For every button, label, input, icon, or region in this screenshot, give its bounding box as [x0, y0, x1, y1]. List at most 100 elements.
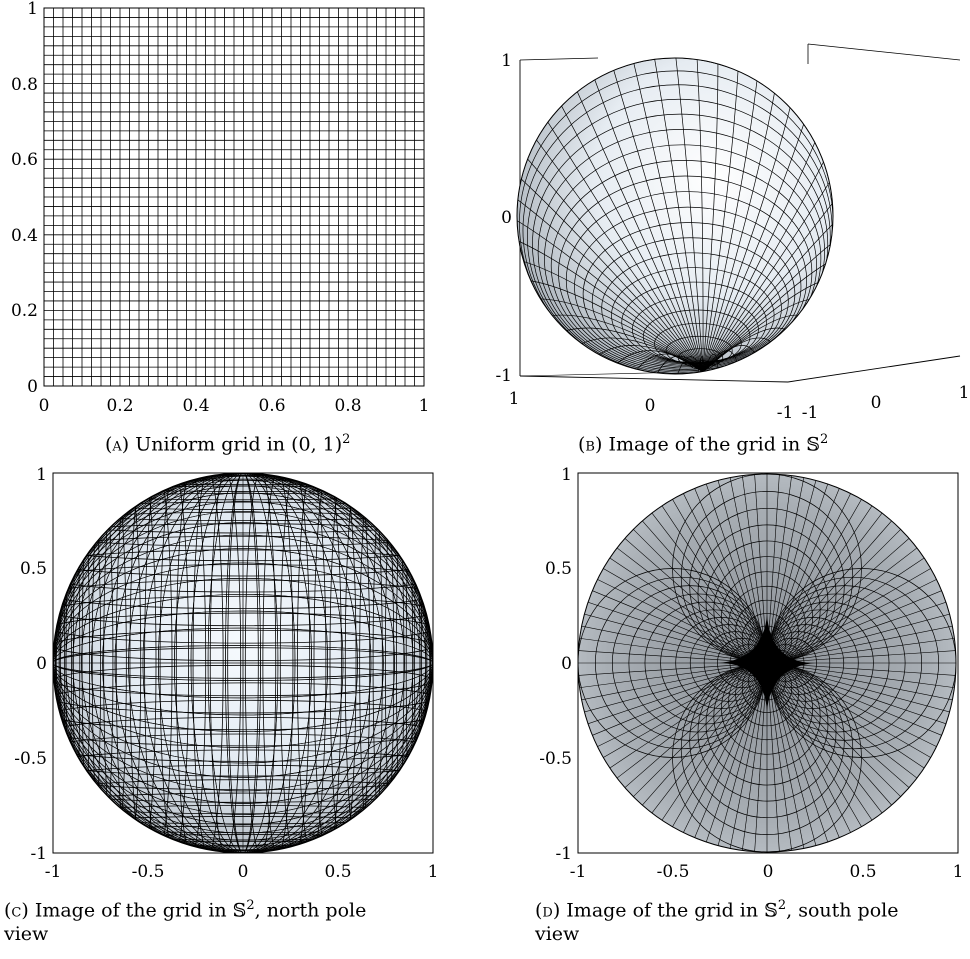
mesh-radial-line [766, 662, 908, 804]
mesh-parallel [53, 627, 433, 699]
caption-c: (c) Image of the grid in 𝕊2, north pole … [4, 894, 474, 946]
plot-frame [43, 7, 425, 387]
panel-a: 0 0.2 0.4 0.6 0.8 1 0 0.2 0.4 0.6 0.8 1 … [0, 0, 480, 480]
mesh-meridian [557, 98, 704, 373]
mesh-radial-line [766, 586, 951, 664]
mesh-parallel [53, 548, 433, 778]
y-tick-label: 1 [36, 465, 47, 485]
caption-text: Uniform grid in (0, 1) [135, 433, 343, 456]
y-tick-label: 0.2 [11, 301, 38, 321]
y-tick-label: 0.8 [11, 75, 38, 95]
mesh-meridian [702, 72, 759, 373]
y-tick-label: -1 [30, 844, 47, 864]
mesh-radial-line [766, 662, 844, 847]
box-edge [519, 57, 599, 61]
mesh-meridian [702, 172, 833, 373]
mesh-parallel [526, 98, 831, 374]
mesh-radial-line [766, 662, 878, 829]
mesh-radial-line [740, 662, 768, 852]
mesh-radial-line [766, 662, 956, 728]
mesh-meridian [53, 473, 433, 853]
mesh-parallel [582, 222, 796, 366]
mesh-parallel [574, 206, 802, 368]
mesh-radial-line [766, 649, 956, 664]
mesh-radial-line [645, 505, 768, 664]
sphere-mesh [53, 473, 433, 853]
uniform-grid [44, 8, 424, 386]
mesh-radial-line [578, 662, 768, 690]
mesh-meridian [653, 58, 704, 373]
mesh-radial-line [667, 490, 768, 664]
mesh-parallel [53, 511, 433, 815]
mesh-radial-line [690, 479, 768, 664]
x-tick-label: 1 [953, 862, 964, 882]
mesh-meridian [674, 58, 704, 373]
box-edge [807, 43, 961, 61]
mesh-parallel [53, 492, 433, 834]
mesh-meridian [517, 172, 704, 373]
y-tick-label: -0.5 [14, 749, 47, 769]
mesh-radial-line [766, 662, 940, 763]
mesh-radial-line [601, 552, 768, 664]
z-tick-label: 1 [501, 51, 512, 71]
mesh-meridian [91, 473, 395, 853]
mesh-meridian [55, 473, 431, 853]
mesh-meridian [702, 215, 833, 373]
caption-a: (a) Uniform grid in (0, 1)2 [105, 428, 350, 456]
panel-b: 1 0 -1 1 0 -1 -1 0 1 (b) Image of the gr… [480, 0, 970, 480]
caption-superscript: 2 [246, 898, 255, 913]
x-tick-label: 1 [509, 389, 520, 409]
mesh-radial-line [766, 662, 956, 690]
mesh-meridian [521, 279, 704, 373]
mesh-meridian [591, 72, 704, 373]
mesh-meridian [225, 473, 261, 853]
mesh-radial-line [715, 474, 768, 664]
mesh-meridian [521, 152, 704, 373]
mesh-parallel [53, 578, 433, 748]
mesh-parallel [532, 113, 829, 374]
mesh-radial-line [609, 662, 768, 785]
y-tick-label: 1 [27, 0, 38, 19]
y-tick-label: 0.4 [11, 226, 38, 246]
mesh-meridian [517, 215, 704, 373]
mesh-radial-line [766, 522, 908, 664]
mesh-radial-line [766, 662, 819, 852]
panel-c-plot: 1 0.5 0 -0.5 -1 -1 -0.5 0 0.5 1 [14, 465, 438, 882]
mesh-meridian [702, 152, 829, 373]
caption-b: (b) Image of the grid in 𝕊2 [578, 428, 828, 456]
mesh-radial-line [626, 522, 768, 664]
y-tick-label: -1 [555, 844, 572, 864]
mesh-meridian [702, 58, 719, 373]
mesh-meridian [142, 473, 344, 853]
mesh-meridian [517, 258, 704, 373]
mesh-meridian [128, 473, 358, 853]
mesh-meridian [631, 58, 704, 373]
mesh-meridian [59, 473, 427, 853]
mesh-parallel [53, 473, 433, 853]
y-tick-label: 0 [36, 654, 47, 674]
mesh-meridian [543, 314, 704, 373]
caption-superscript: 2 [342, 432, 351, 447]
mesh-meridian [158, 473, 328, 853]
mesh-meridian [531, 298, 704, 373]
mesh-meridian [517, 194, 704, 373]
mesh-radial-line [766, 662, 933, 774]
caption-rest: , south pole [786, 899, 899, 922]
mesh-parallel [53, 475, 433, 851]
sphere-mesh [578, 474, 956, 852]
mesh-radial-line [766, 505, 889, 664]
mesh-parallel [53, 594, 433, 732]
mesh-meridian [702, 114, 807, 373]
mesh-radial-line [766, 611, 956, 664]
caption-tag: (b) [578, 433, 603, 456]
panel-d: 1 0.5 0 -0.5 -1 -1 -0.5 0 0.5 1 (d) Imag… [485, 465, 970, 959]
caption-superscript: 2 [777, 898, 787, 913]
y-tick-label: 0 [27, 377, 38, 397]
mesh-meridian [702, 194, 833, 373]
mesh-radial-line [766, 662, 832, 852]
y-tick-label: 0.6 [11, 150, 38, 170]
caption-superscript: 2 [820, 432, 829, 447]
mesh-meridian [72, 473, 414, 853]
mesh-radial-line [583, 662, 768, 740]
axis-edge [787, 355, 961, 383]
